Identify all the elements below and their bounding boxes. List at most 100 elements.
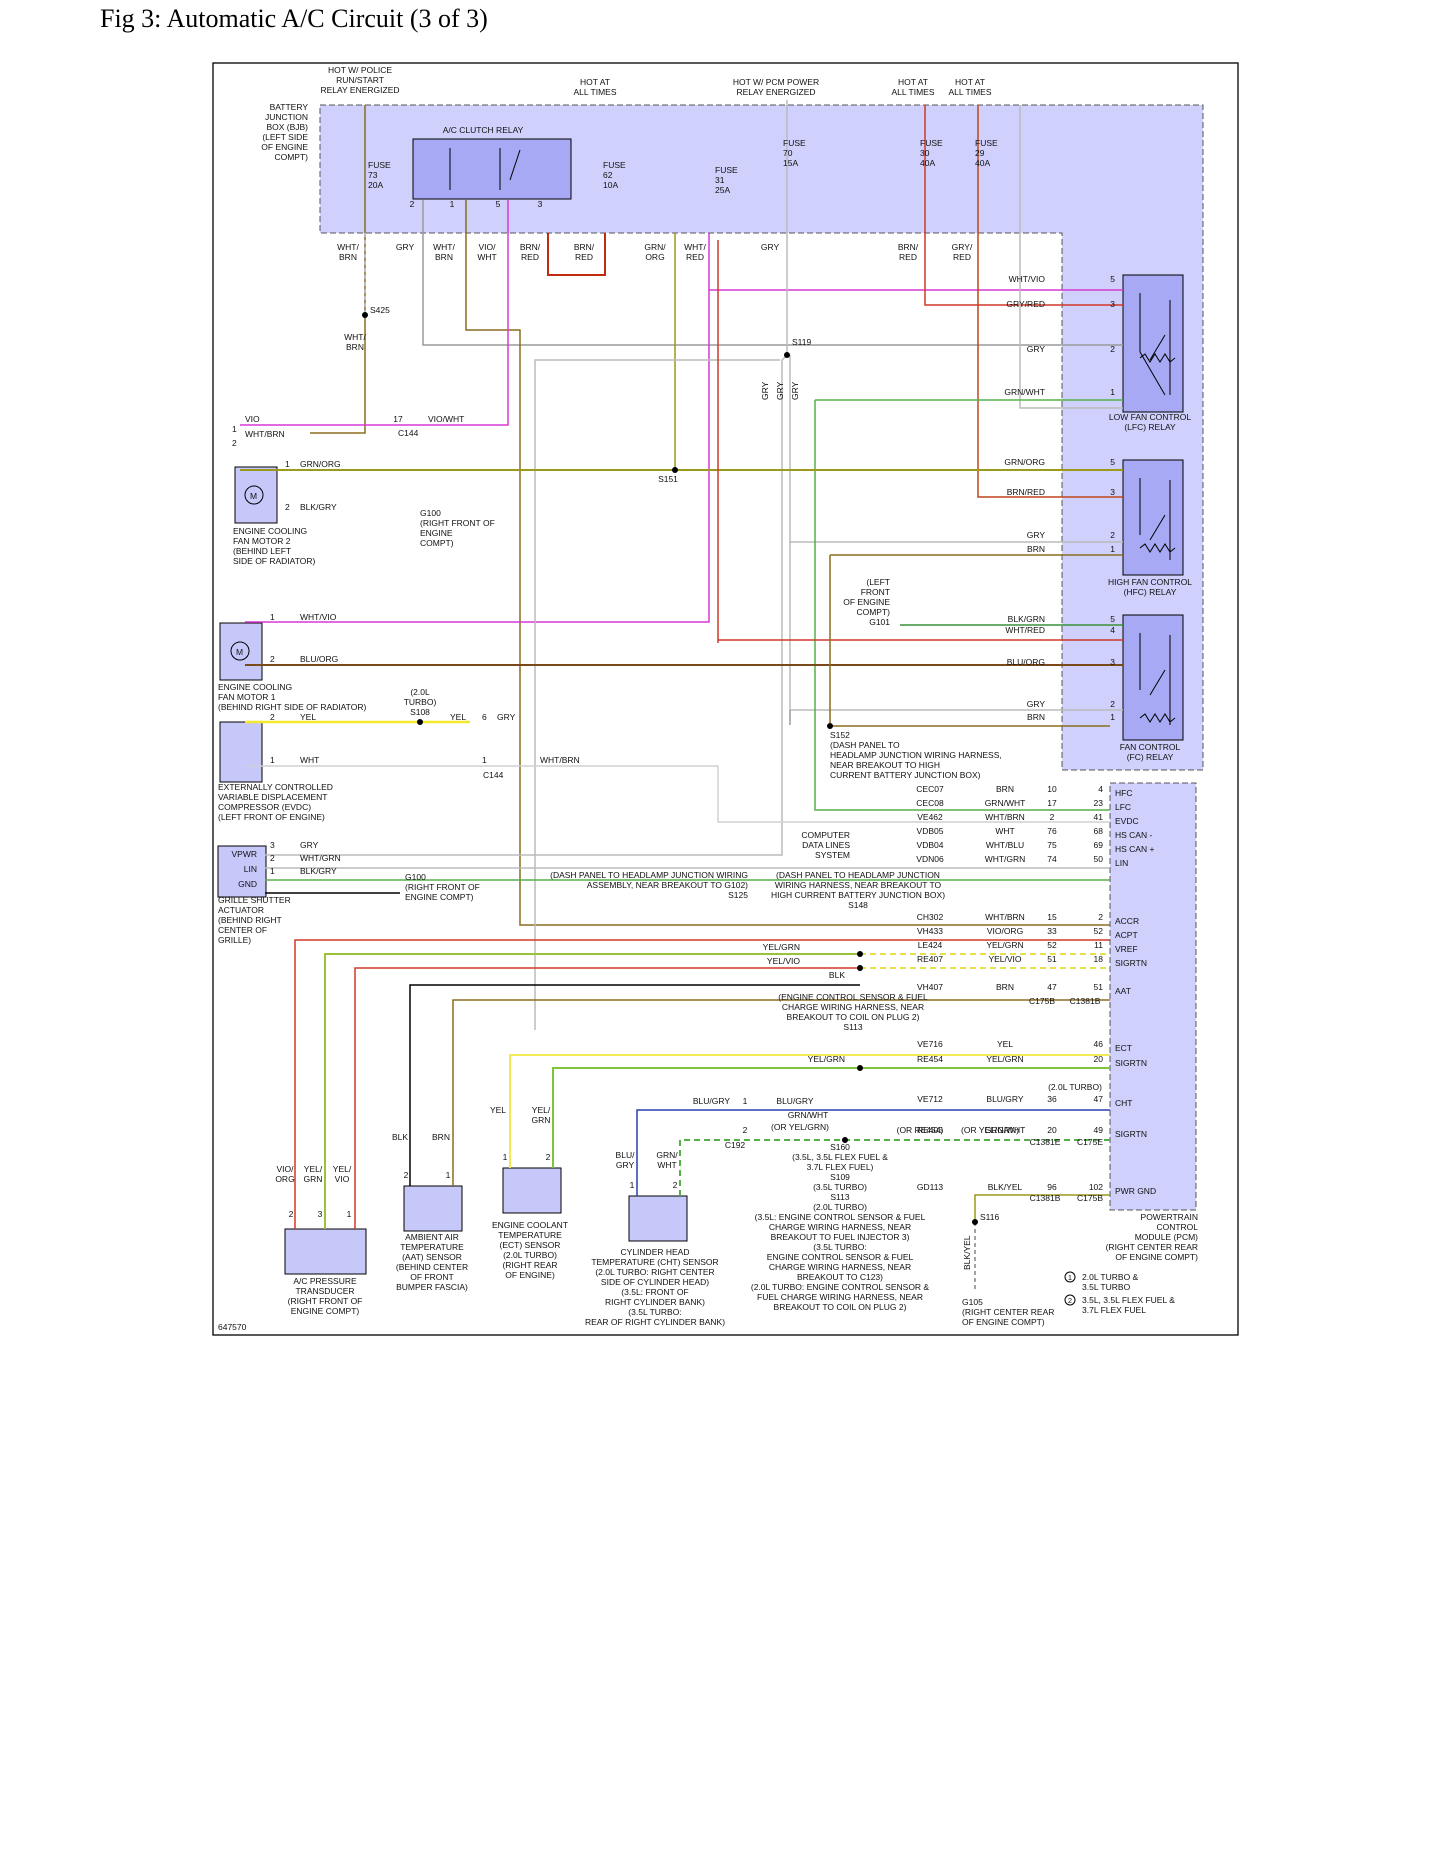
g105-wire-label: BLK/YEL: [962, 1235, 972, 1270]
bjb-wire-label: RED: [899, 252, 917, 262]
acpt-label: TRANSDUCER: [295, 1286, 354, 1296]
wire-label: BRN: [432, 1132, 450, 1142]
pcm-pin: 18: [1094, 954, 1104, 964]
pin: 2: [743, 1125, 748, 1135]
bjb-wire-label: GRY/: [952, 242, 973, 252]
feed-label: HOT AT: [580, 77, 610, 87]
acpt-wire: GRN: [304, 1174, 323, 1184]
gry-vertical-label: GRY: [760, 381, 770, 400]
page-title: Fig 3: Automatic A/C Circuit (3 of 3): [100, 4, 488, 33]
fan-motor-2-label: ENGINE COOLING: [233, 526, 307, 536]
fuse-label: 31: [715, 175, 725, 185]
aat-label: BUMPER FASCIA): [396, 1282, 468, 1292]
bjb-wire-label: BRN: [339, 252, 357, 262]
fan-motor-2: [234, 466, 278, 524]
pcm-circuit: LE424: [918, 940, 943, 950]
feed-label: ALL TIMES: [574, 87, 617, 97]
wire-label: GRN: [532, 1115, 551, 1125]
pcm-a: 96: [1047, 1182, 1057, 1192]
fuse-label: 40A: [975, 158, 990, 168]
splice-s152: CURRENT BATTERY JUNCTION BOX): [830, 770, 981, 780]
pin: 2: [270, 712, 275, 722]
aat-label: (BEHIND CENTER: [396, 1262, 468, 1272]
fuse-label: 70: [783, 148, 793, 158]
feed-label: ALL TIMES: [949, 87, 992, 97]
relay-pin: 5: [1110, 614, 1115, 624]
pcm-wire-color: WHT/BLU: [986, 840, 1024, 850]
computer-data-lines: COMPUTER: [801, 830, 850, 840]
pcm-circuit: VDN06: [916, 854, 944, 864]
ground-g100a: G100: [420, 508, 441, 518]
relay-label: (LFC) RELAY: [1124, 422, 1176, 432]
bjb-wire-label: ORG: [645, 252, 664, 262]
conn-c192: C192: [725, 1140, 746, 1150]
splice-s160: S160: [830, 1142, 850, 1152]
fuse-label: 62: [603, 170, 613, 180]
feed-label: HOT W/ POLICE: [328, 65, 392, 75]
wire-grnwht: GRN/WHT: [788, 1110, 829, 1120]
legend-text: 2.0L TURBO &: [1082, 1272, 1139, 1282]
pcm-wire-color: BLK/YEL: [988, 1182, 1023, 1192]
legend-text: 3.7L FLEX FUEL: [1082, 1305, 1146, 1315]
lfc-relay: [1122, 274, 1184, 413]
pcm-circuit: VH407: [917, 982, 943, 992]
ground-g100b: G100: [405, 872, 426, 882]
ground-g100b: ENGINE COMPT): [405, 892, 474, 902]
splice-s160: S109: [830, 1172, 850, 1182]
grille-label: ACTUATOR: [218, 905, 264, 915]
relay-wire-label: BRN: [1027, 544, 1045, 554]
wire-blk: BLK: [829, 970, 845, 980]
feed-label: ALL TIMES: [892, 87, 935, 97]
pcm-circuit: CEC08: [916, 798, 944, 808]
bjb-wire-label: GRY: [761, 242, 780, 252]
splice-s113: CHARGE WIRING HARNESS, NEAR: [782, 1002, 924, 1012]
pcm-label: POWERTRAIN: [1141, 1212, 1198, 1222]
ground-g105: (RIGHT CENTER REAR: [962, 1307, 1054, 1317]
splice-s160: CHARGE WIRING HARNESS, NEAR: [769, 1262, 911, 1272]
pcm-conn: C175B: [1077, 1193, 1103, 1203]
relay-pin: 3: [538, 199, 543, 209]
fuse-label: FUSE: [368, 160, 391, 170]
bjb-wire-label: RED: [686, 252, 704, 262]
ac-clutch-relay-label: A/C CLUTCH RELAY: [443, 125, 524, 135]
fan-motor-1-label: (BEHIND RIGHT SIDE OF RADIATOR): [218, 702, 366, 712]
cht-label: REAR OF RIGHT CYLINDER BANK): [585, 1317, 725, 1327]
feed-label: HOT W/ PCM POWER: [733, 77, 819, 87]
fan-motor-1-label: FAN MOTOR 1: [218, 692, 276, 702]
pcm-pin: 46: [1094, 1039, 1104, 1049]
pcm-pin: 23: [1094, 798, 1104, 808]
splice-s160: BREAKOUT TO C123): [797, 1272, 883, 1282]
pin: 2: [285, 502, 290, 512]
legend-marker: [1064, 1271, 1076, 1283]
splice-s113: S113: [843, 1022, 862, 1032]
ground-g100a: ENGINE: [420, 528, 453, 538]
feed-label: RELAY ENERGIZED: [320, 85, 399, 95]
splice-s152: NEAR BREAKOUT TO HIGH: [830, 760, 940, 770]
bjb-wire-label: WHT/: [337, 242, 359, 252]
relay-wire-label: WHT/RED: [1005, 625, 1045, 635]
pcm-pin: 51: [1094, 982, 1104, 992]
pcm-function: LIN: [1115, 858, 1128, 868]
ect-label: ENGINE COOLANT: [492, 1220, 568, 1230]
fc-relay: [1122, 614, 1184, 741]
splice-s148: HIGH CURRENT BATTERY JUNCTION BOX): [771, 890, 945, 900]
ground-g100a: (RIGHT FRONT OF: [420, 518, 495, 528]
pcm-conn: C1381E: [1030, 1137, 1061, 1147]
wire-blugry2: BLU/GRY: [776, 1096, 813, 1106]
wire-whtbrn: WHT/BRN: [245, 429, 285, 439]
wire-label: GRN/: [656, 1150, 678, 1160]
bjb-wire-label: WHT/: [433, 242, 455, 252]
wire-label: BLK/GRY: [300, 866, 337, 876]
pin: 1: [285, 459, 290, 469]
relay-label: HIGH FAN CONTROL: [1108, 577, 1192, 587]
wire-label: BLU/ORG: [300, 654, 338, 664]
relay-pin: 5: [1110, 457, 1115, 467]
bjb-wire-label: GRN/: [644, 242, 666, 252]
pcm-function: HS CAN +: [1115, 844, 1154, 854]
ground-g101: (LEFT: [866, 577, 890, 587]
pcm-wire-color: YEL: [997, 1039, 1013, 1049]
splice-s148: S148: [848, 900, 868, 910]
pcm-wire-color: YEL/GRN: [986, 940, 1023, 950]
grille-label: GRILLE): [218, 935, 251, 945]
pin: 1: [347, 1209, 352, 1219]
